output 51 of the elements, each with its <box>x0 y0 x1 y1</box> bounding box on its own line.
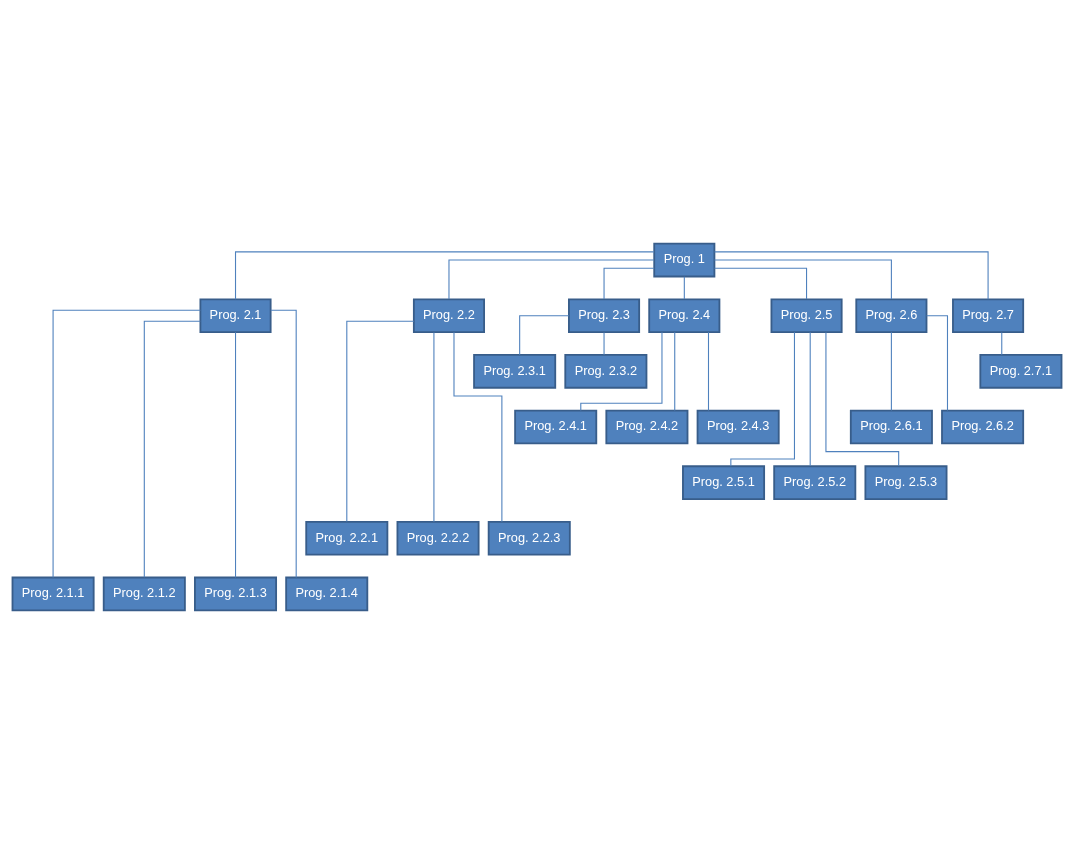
connector <box>714 267 808 300</box>
node-box: Prog. 2.3 <box>568 298 641 334</box>
node-box: Prog. 2.7.1 <box>979 354 1063 389</box>
node-box: Prog. 2.4.3 <box>696 409 780 445</box>
connector <box>1001 331 1003 356</box>
connector <box>519 315 570 356</box>
connector <box>707 331 710 412</box>
node-box: Prog. 2.2 <box>412 298 485 334</box>
node-box: Prog. 2.3.2 <box>564 354 648 389</box>
node-box: Prog. 1 <box>653 242 716 278</box>
node-box: Prog. 2.1.1 <box>11 576 95 612</box>
connector <box>52 309 201 578</box>
node-box: Prog. 2.5.2 <box>773 465 857 500</box>
connector <box>674 331 676 412</box>
node-box: Prog. 2.5.1 <box>682 465 766 500</box>
connector <box>143 320 201 578</box>
node-box: Prog. 2.2.2 <box>396 520 480 556</box>
connector <box>714 251 989 300</box>
connector <box>890 331 892 412</box>
connector <box>603 267 655 300</box>
node-box: Prog. 2.7 <box>952 298 1025 334</box>
connector <box>713 259 892 300</box>
node-box: Prog. 2.6.1 <box>849 409 933 445</box>
node-box: Prog. 2.5.3 <box>864 465 948 500</box>
connector <box>453 331 503 523</box>
node-box: Prog. 2.4.2 <box>605 409 689 445</box>
node-box: Prog. 2.1.3 <box>194 576 278 612</box>
node-box: Prog. 2.3.1 <box>473 354 557 389</box>
connector <box>580 331 663 412</box>
connector <box>346 320 415 523</box>
node-box: Prog. 2.4.1 <box>514 409 598 445</box>
connector <box>730 331 795 467</box>
node-box: Prog. 2.1.2 <box>102 576 186 612</box>
connector <box>926 315 949 412</box>
connector <box>234 251 655 300</box>
node-box: Prog. 2.6.2 <box>941 409 1025 445</box>
connector <box>448 259 655 300</box>
node-box: Prog. 2.2.3 <box>487 520 571 556</box>
connector <box>234 331 237 578</box>
connector <box>825 331 900 467</box>
node-box: Prog. 2.1.4 <box>285 576 369 612</box>
node-box: Prog. 2.4 <box>648 298 721 334</box>
connector <box>683 276 685 300</box>
connector <box>270 309 297 578</box>
connector <box>809 331 811 467</box>
node-box: Prog. 2.5 <box>770 298 843 334</box>
node-box: Prog. 2.2.1 <box>305 520 389 556</box>
node-box: Prog. 2.1 <box>199 298 272 334</box>
connector <box>603 331 605 356</box>
node-box: Prog. 2.6 <box>855 298 928 334</box>
connector <box>433 331 435 523</box>
